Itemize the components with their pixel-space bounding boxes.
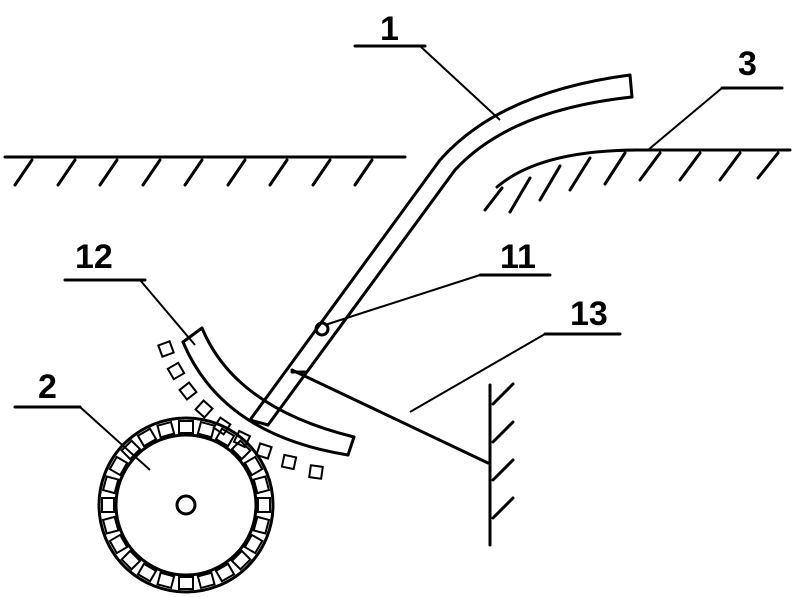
toothed-rack [157,326,356,480]
gear-tooth [196,420,216,439]
gear-tooth [108,533,129,555]
label-arm: 1 [380,10,399,48]
gear-teeth [101,420,271,590]
label-11-group: 11 [324,238,552,326]
gear-tooth [156,571,176,590]
gear-tooth [178,420,194,434]
gear-tooth [257,497,271,513]
gear-tooth [252,515,271,535]
gear-tooth [156,420,176,439]
right-ground [483,148,792,214]
brace [290,368,490,465]
label-gear: 2 [38,368,57,406]
pivot-circle [314,321,330,337]
gear-tooth [230,439,252,461]
gear-tooth [252,475,271,495]
label-1-group: 1 [353,10,501,121]
left-ground [3,155,407,187]
gear-tooth [120,439,142,461]
label-2-group: 2 [13,368,151,471]
label-rack: 12 [75,238,113,276]
gear-tooth [196,571,216,590]
label-pivot: 11 [500,238,536,276]
gear-tooth [108,455,129,477]
label-12-group: 12 [63,238,196,346]
gear-tooth [101,497,115,513]
gear-tooth [243,455,264,477]
gear-tooth [178,576,194,590]
gear-tooth [120,549,142,571]
gear-tooth [214,562,236,583]
gear-tooth [230,549,252,571]
label-ground: 3 [738,45,757,83]
label-brace: 13 [570,295,608,333]
gear-tooth [243,533,264,555]
gear-tooth [101,475,120,495]
support-wall [488,382,515,547]
label-3-group: 3 [647,45,784,151]
label-13-group: 13 [409,295,622,413]
gear-tooth [101,515,120,535]
gear-wheel [97,416,275,594]
gear-tooth [214,427,236,448]
gear-tooth [136,562,158,583]
gear-tooth [136,427,158,448]
curved-arm [248,73,634,427]
